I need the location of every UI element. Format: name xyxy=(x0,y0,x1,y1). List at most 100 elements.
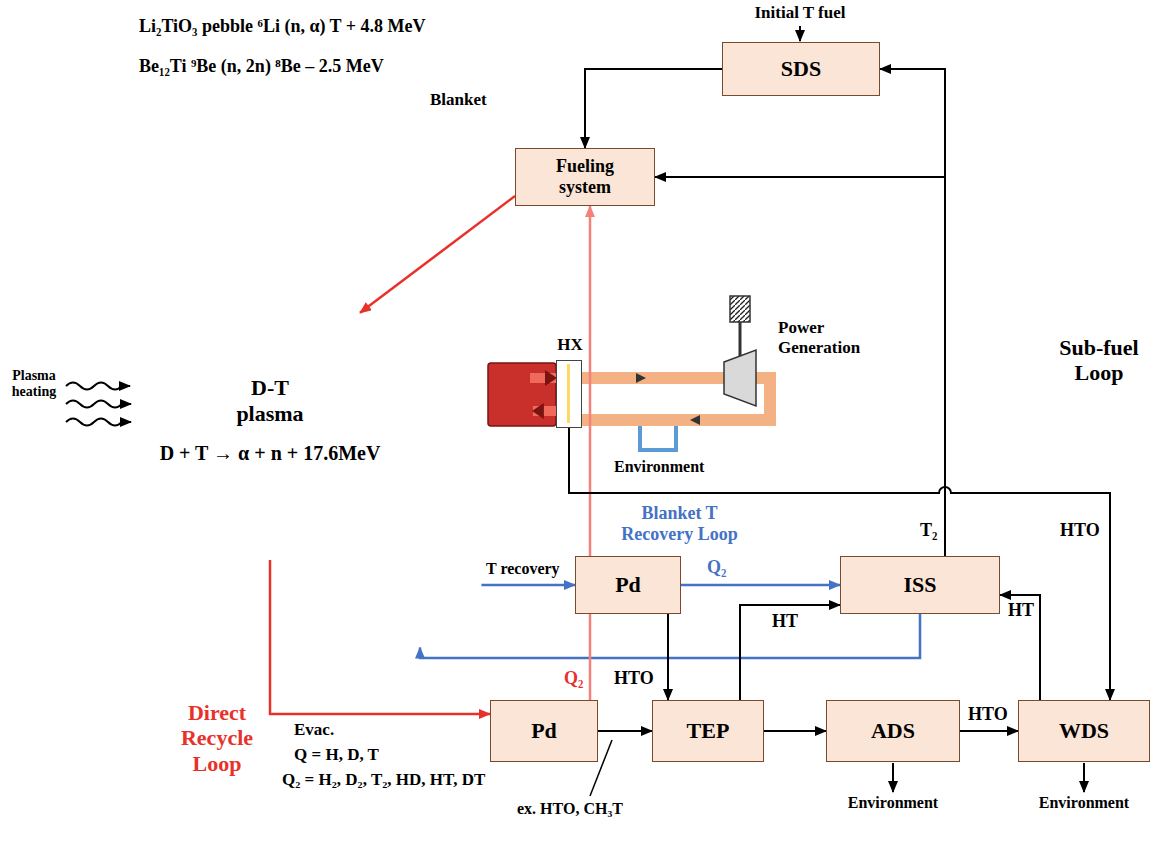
blanket-module xyxy=(393,549,474,630)
edge-label: HTO xyxy=(966,704,1010,725)
feed-arrow xyxy=(799,26,801,41)
label-holder: T₂ xyxy=(918,520,939,541)
process-box: TEP xyxy=(652,700,764,762)
text-label: SDS xyxy=(781,56,821,81)
neutron-arrow xyxy=(146,523,172,558)
label-holder: HTO xyxy=(966,704,1010,725)
blanket-module xyxy=(76,549,157,630)
callout-box: Li₂TiO₃ pebble ⁶Li (n, α) T + 4.8 MeV Be₁… xyxy=(105,6,470,86)
blanket-module xyxy=(298,154,367,225)
neutron-arrow xyxy=(378,283,404,318)
flow-line xyxy=(481,584,575,587)
label-holder: HT xyxy=(770,611,800,632)
heating-wave xyxy=(66,419,131,426)
environment-label: Environment xyxy=(612,458,706,476)
heating-label: Plasma heating xyxy=(4,368,64,400)
edge-label: HTO xyxy=(1058,520,1102,541)
label-holder: Environment xyxy=(840,794,946,812)
label-holder: HX xyxy=(537,335,603,355)
plasma-core: D-T plasmaD + T → α + n + 17.6MeV xyxy=(130,280,410,560)
process-box: Pd xyxy=(490,700,598,762)
label-holder: T recovery xyxy=(484,560,562,578)
turbine-symbol xyxy=(724,350,756,406)
blanket-module xyxy=(393,211,474,292)
label-holder: Direct Recycle Loop xyxy=(172,700,262,776)
text-label: WDS xyxy=(1059,718,1109,743)
edge-label: HTO xyxy=(612,668,656,689)
text-label: TEP xyxy=(687,718,730,743)
plasma-shape xyxy=(131,281,409,559)
text-label: HX xyxy=(537,335,603,355)
edge-label: T₂ xyxy=(918,520,939,541)
label-holder: Blanket T Recovery Loop xyxy=(612,503,747,544)
generator-symbol xyxy=(730,296,750,322)
label-holder: Plasma heating xyxy=(4,368,64,400)
label-holder: Q₂ xyxy=(705,557,728,578)
loop-label: Direct Recycle Loop xyxy=(172,700,262,776)
coolant-pipe xyxy=(533,406,556,416)
text-label: Pd xyxy=(615,572,641,597)
flow-line xyxy=(960,730,1018,732)
label-holder: Environment xyxy=(1031,794,1137,812)
flow-line xyxy=(598,730,652,732)
flow-line xyxy=(420,614,920,658)
turbine-shaft xyxy=(739,322,742,356)
note-label: ex. HTO, CH₃T xyxy=(515,800,625,818)
loop-label: Blanket T Recovery Loop xyxy=(612,503,747,544)
generation-label: Power Generation xyxy=(776,318,876,357)
process-box: ADS xyxy=(826,700,960,762)
text-label: Be₁₂Ti ⁹Be (n, 2n) ⁸Be – 2.5 MeV xyxy=(139,56,426,77)
blanket-module xyxy=(456,447,527,516)
note-label: Q₂ = H₂, D₂, T₂, HD, HT, DT xyxy=(280,770,487,790)
heat-exchanger: HX xyxy=(556,360,582,428)
label-holder: Sub-fuel Loop xyxy=(1046,335,1152,386)
process-box: Pd xyxy=(575,556,681,614)
flow-line xyxy=(1000,595,1040,700)
callout-outline xyxy=(106,7,469,146)
text-label: Li₂TiO₃ pebble ⁶Li (n, α) T + 4.8 MeV xyxy=(139,16,426,37)
flow-line xyxy=(764,730,826,732)
loop-label: Sub-fuel Loop xyxy=(1046,335,1152,386)
blanket-ring xyxy=(18,146,532,694)
flow-line xyxy=(360,196,515,313)
process-box: ISS xyxy=(840,556,1000,614)
edge-label: Evac. xyxy=(292,720,336,740)
edge-label: HT xyxy=(1006,600,1036,621)
label-holder: Initial T fuel xyxy=(745,3,855,23)
exchanger-plate xyxy=(567,364,570,423)
coolant-pipe xyxy=(530,373,556,383)
blanket-module xyxy=(76,211,157,292)
exhaust-arrow xyxy=(1083,763,1085,792)
coolant-pipe-block xyxy=(488,363,556,426)
flow-line xyxy=(681,584,840,587)
text-label: ISS xyxy=(903,572,936,597)
text-label: D + T → α + n + 17.6MeV xyxy=(160,442,381,465)
label-holder: Evac. xyxy=(292,720,336,740)
text-column: Li₂TiO₃ pebble ⁶Li (n, α) T + 4.8 MeV Be₁… xyxy=(139,6,426,86)
neutron-arrow xyxy=(313,233,323,280)
vacuum-region xyxy=(87,219,463,621)
pebble-icon xyxy=(113,55,131,73)
blanket-module xyxy=(23,447,94,516)
heating-wave xyxy=(66,401,131,408)
edge-label: Q₂ xyxy=(562,668,585,689)
label-holder: ex. HTO, CH₃T xyxy=(515,800,625,818)
neutron-arrow xyxy=(378,523,404,558)
environment-label: Environment xyxy=(1031,794,1137,812)
label-holder: Q₂ = H₂, D₂, T₂, HD, HT, DT xyxy=(280,770,487,790)
label-holder: HTO xyxy=(612,668,656,689)
process-box: Fueling system xyxy=(515,148,655,206)
neutron-arrow xyxy=(146,283,172,318)
flow-line xyxy=(740,605,840,700)
pebble-icon xyxy=(115,23,129,37)
exhaust-arrow xyxy=(892,763,894,792)
flow-arrow xyxy=(636,373,646,383)
flow-line xyxy=(589,206,592,700)
flow-line xyxy=(270,560,490,714)
process-box: SDS xyxy=(722,42,880,96)
text-column: D-T plasmaD + T → α + n + 17.6MeV xyxy=(130,280,410,560)
flow-line xyxy=(585,69,722,148)
edge-label: T recovery xyxy=(484,560,562,578)
text-label: Fueling system xyxy=(535,156,635,197)
blanket-module xyxy=(182,154,251,225)
